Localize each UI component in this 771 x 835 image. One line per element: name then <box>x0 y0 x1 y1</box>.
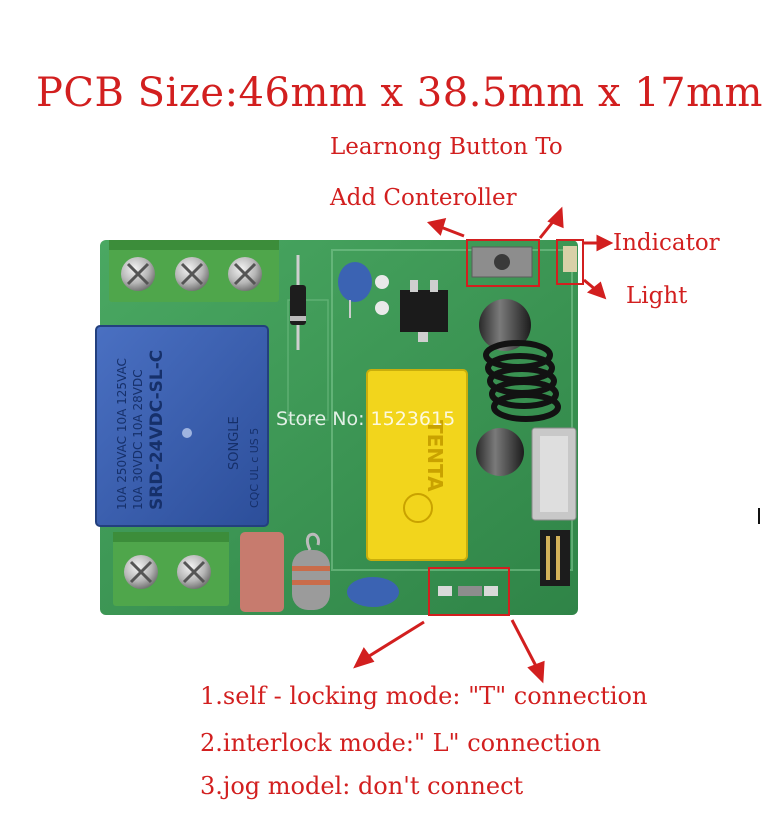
indicator-label: Indicator <box>613 230 720 256</box>
relay-model-text: SRD-24VDC-SL-C <box>147 350 167 510</box>
fuse-component <box>240 532 284 612</box>
arrow-to-button-left <box>426 217 465 238</box>
smd-transistor <box>400 280 448 342</box>
diode <box>290 255 306 350</box>
x-capacitor-brand: TENTA <box>423 420 447 492</box>
learning-button-highlight <box>466 239 540 287</box>
ceramic-capacitor-top <box>338 262 372 318</box>
pcb-size-title: PCB Size:46mm x 38.5mm x 17mm <box>36 70 763 116</box>
inductor-component <box>292 532 330 610</box>
arrow-jumper-right <box>510 619 545 684</box>
relay-rating-line1: 10A 250VAC 10A 125VAC <box>115 358 129 510</box>
arrow-indicator <box>584 234 614 252</box>
store-watermark: Store No: 1523615 <box>276 408 455 430</box>
electrolytic-capacitor-top <box>479 299 531 351</box>
mode-2-interlock: 2.interlock mode:" L" connection <box>200 729 601 757</box>
pad <box>375 301 389 315</box>
light-label: Light <box>626 283 688 309</box>
crystal-oscillator <box>531 427 577 521</box>
arrow-jumper-left <box>353 620 425 669</box>
terminal-block-top <box>109 240 279 302</box>
indicator-highlight <box>556 239 584 285</box>
terminal-block-bottom <box>113 532 229 606</box>
electrolytic-capacitor-mid <box>476 428 524 476</box>
arrow-light <box>583 278 607 300</box>
relay-rating-line2: 10A 30VDC 10A 28VDC <box>131 369 145 510</box>
arrow-to-button-right <box>538 206 564 239</box>
mode-1-self-locking: 1.self - locking mode: "T" connection <box>200 682 648 710</box>
learning-button-label-line2: Add Conteroller <box>330 185 517 211</box>
indicator-led <box>563 246 577 272</box>
relay-brand-text: SONGLE <box>227 416 242 470</box>
jumper-highlight <box>428 567 510 616</box>
x-capacitor <box>366 369 468 561</box>
jumper-pads <box>438 586 498 596</box>
relay <box>95 325 269 527</box>
learning-button <box>471 246 533 278</box>
relay-marks-text: CQC UL c US 5 <box>248 428 261 508</box>
learning-button-label-line1: Learnong Button To <box>330 134 563 160</box>
ceramic-capacitor-bottom <box>347 577 399 607</box>
pin-header <box>540 530 570 586</box>
mode-3-jog: 3.jog model: don't connect <box>200 772 524 800</box>
pad <box>375 275 389 289</box>
antenna-coil <box>483 340 561 422</box>
